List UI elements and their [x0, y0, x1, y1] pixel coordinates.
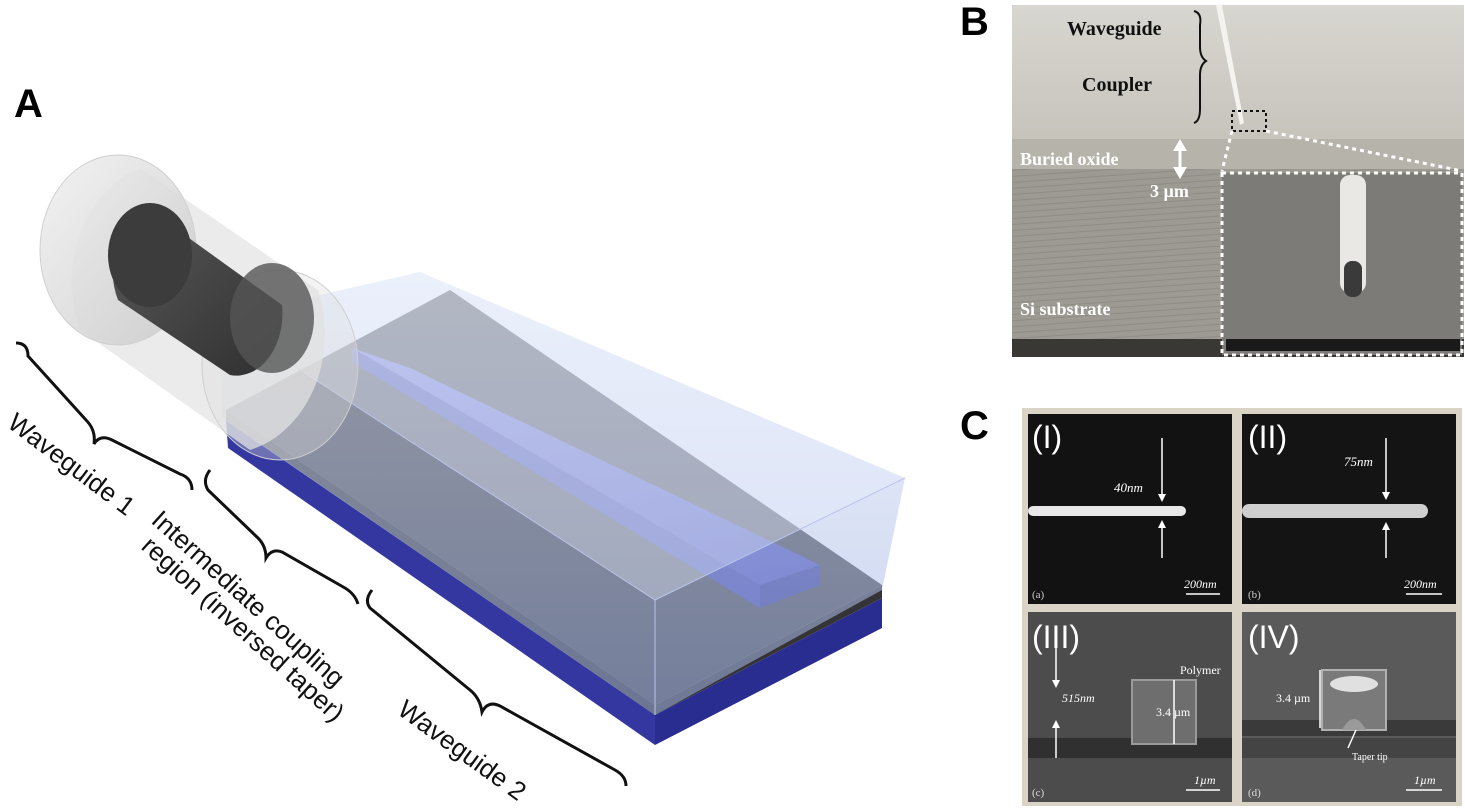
panel-b-sem: Waveguide Coupler Buried oxide 3 µm Si s… [1012, 5, 1464, 357]
sem3-measure2: 3.4 µm [1156, 705, 1191, 719]
sem2-scale: 200nm [1404, 577, 1437, 591]
substrate-layer [226, 420, 882, 745]
sem2-letter: (b) [1248, 589, 1261, 601]
sem-oxide [1012, 139, 1464, 171]
brace-waveguide2 [365, 589, 628, 787]
panel-a-letter: A [14, 82, 43, 126]
sem2-measure: 75nm [1344, 454, 1373, 469]
sem-brace [1193, 10, 1208, 124]
sem-label-thickness: 3 µm [1150, 181, 1189, 201]
panel-a-schematic: Waveguide 1 Intermediate coupling region… [2, 154, 906, 806]
sem-top-region [1012, 5, 1464, 145]
sem4-roman: (IV) [1248, 619, 1300, 655]
sem4-note: Taper tip [1352, 752, 1388, 763]
brace-waveguide1 [15, 341, 194, 491]
sem3-material: Polymer [1180, 663, 1221, 677]
sem-subpanel-2: (II) 75nm (b) 200nm [1242, 414, 1456, 604]
sem-subpanel-3: (III) 515nm 3.4 µm Polymer (c) 1µm [1028, 612, 1232, 802]
label-waveguide1: Waveguide 1 [2, 407, 140, 522]
panel-c-letter: C [960, 404, 989, 448]
sem3-scale: 1µm [1194, 773, 1216, 787]
sem-label-waveguide: Waveguide [1067, 18, 1162, 40]
sem-label-substrate: Si substrate [1020, 299, 1111, 319]
fiber-cylinder [39, 154, 359, 461]
sem-subpanel-1: (I) 40nm (a) 200nm [1028, 414, 1232, 604]
sem1-letter: (a) [1032, 589, 1045, 601]
sem-label-coupler: Coupler [1082, 74, 1152, 96]
panel-c-sem-grid: (I) 40nm (a) 200nm (II) 75nm (b) 200nm (… [1022, 408, 1462, 806]
sem1-measure: 40nm [1114, 480, 1143, 495]
sem3-letter: (c) [1032, 787, 1045, 799]
sem1-scale: 200nm [1184, 577, 1217, 591]
label-coupling-line1: Intermediate coupling [146, 504, 351, 693]
brace-coupling [203, 469, 360, 605]
sem-inset [1220, 171, 1464, 357]
sem3-roman: (III) [1032, 619, 1080, 655]
sem-label-buried-oxide: Buried oxide [1020, 149, 1119, 169]
sem3-measure: 515nm [1062, 691, 1095, 705]
sem4-scale: 1µm [1414, 773, 1436, 787]
sem2-roman: (II) [1248, 419, 1287, 455]
sem1-roman: (I) [1032, 419, 1062, 455]
panel-b-letter: B [960, 0, 989, 44]
cladding-box [219, 272, 906, 715]
sem4-measure: 3.4 µm [1276, 691, 1311, 705]
sem4-letter: (d) [1248, 787, 1261, 799]
label-coupling-line2: region (inversed taper) [136, 530, 350, 727]
sem-subpanel-4: (IV) 3.4 µm Taper tip (d) 1µm [1242, 612, 1456, 802]
